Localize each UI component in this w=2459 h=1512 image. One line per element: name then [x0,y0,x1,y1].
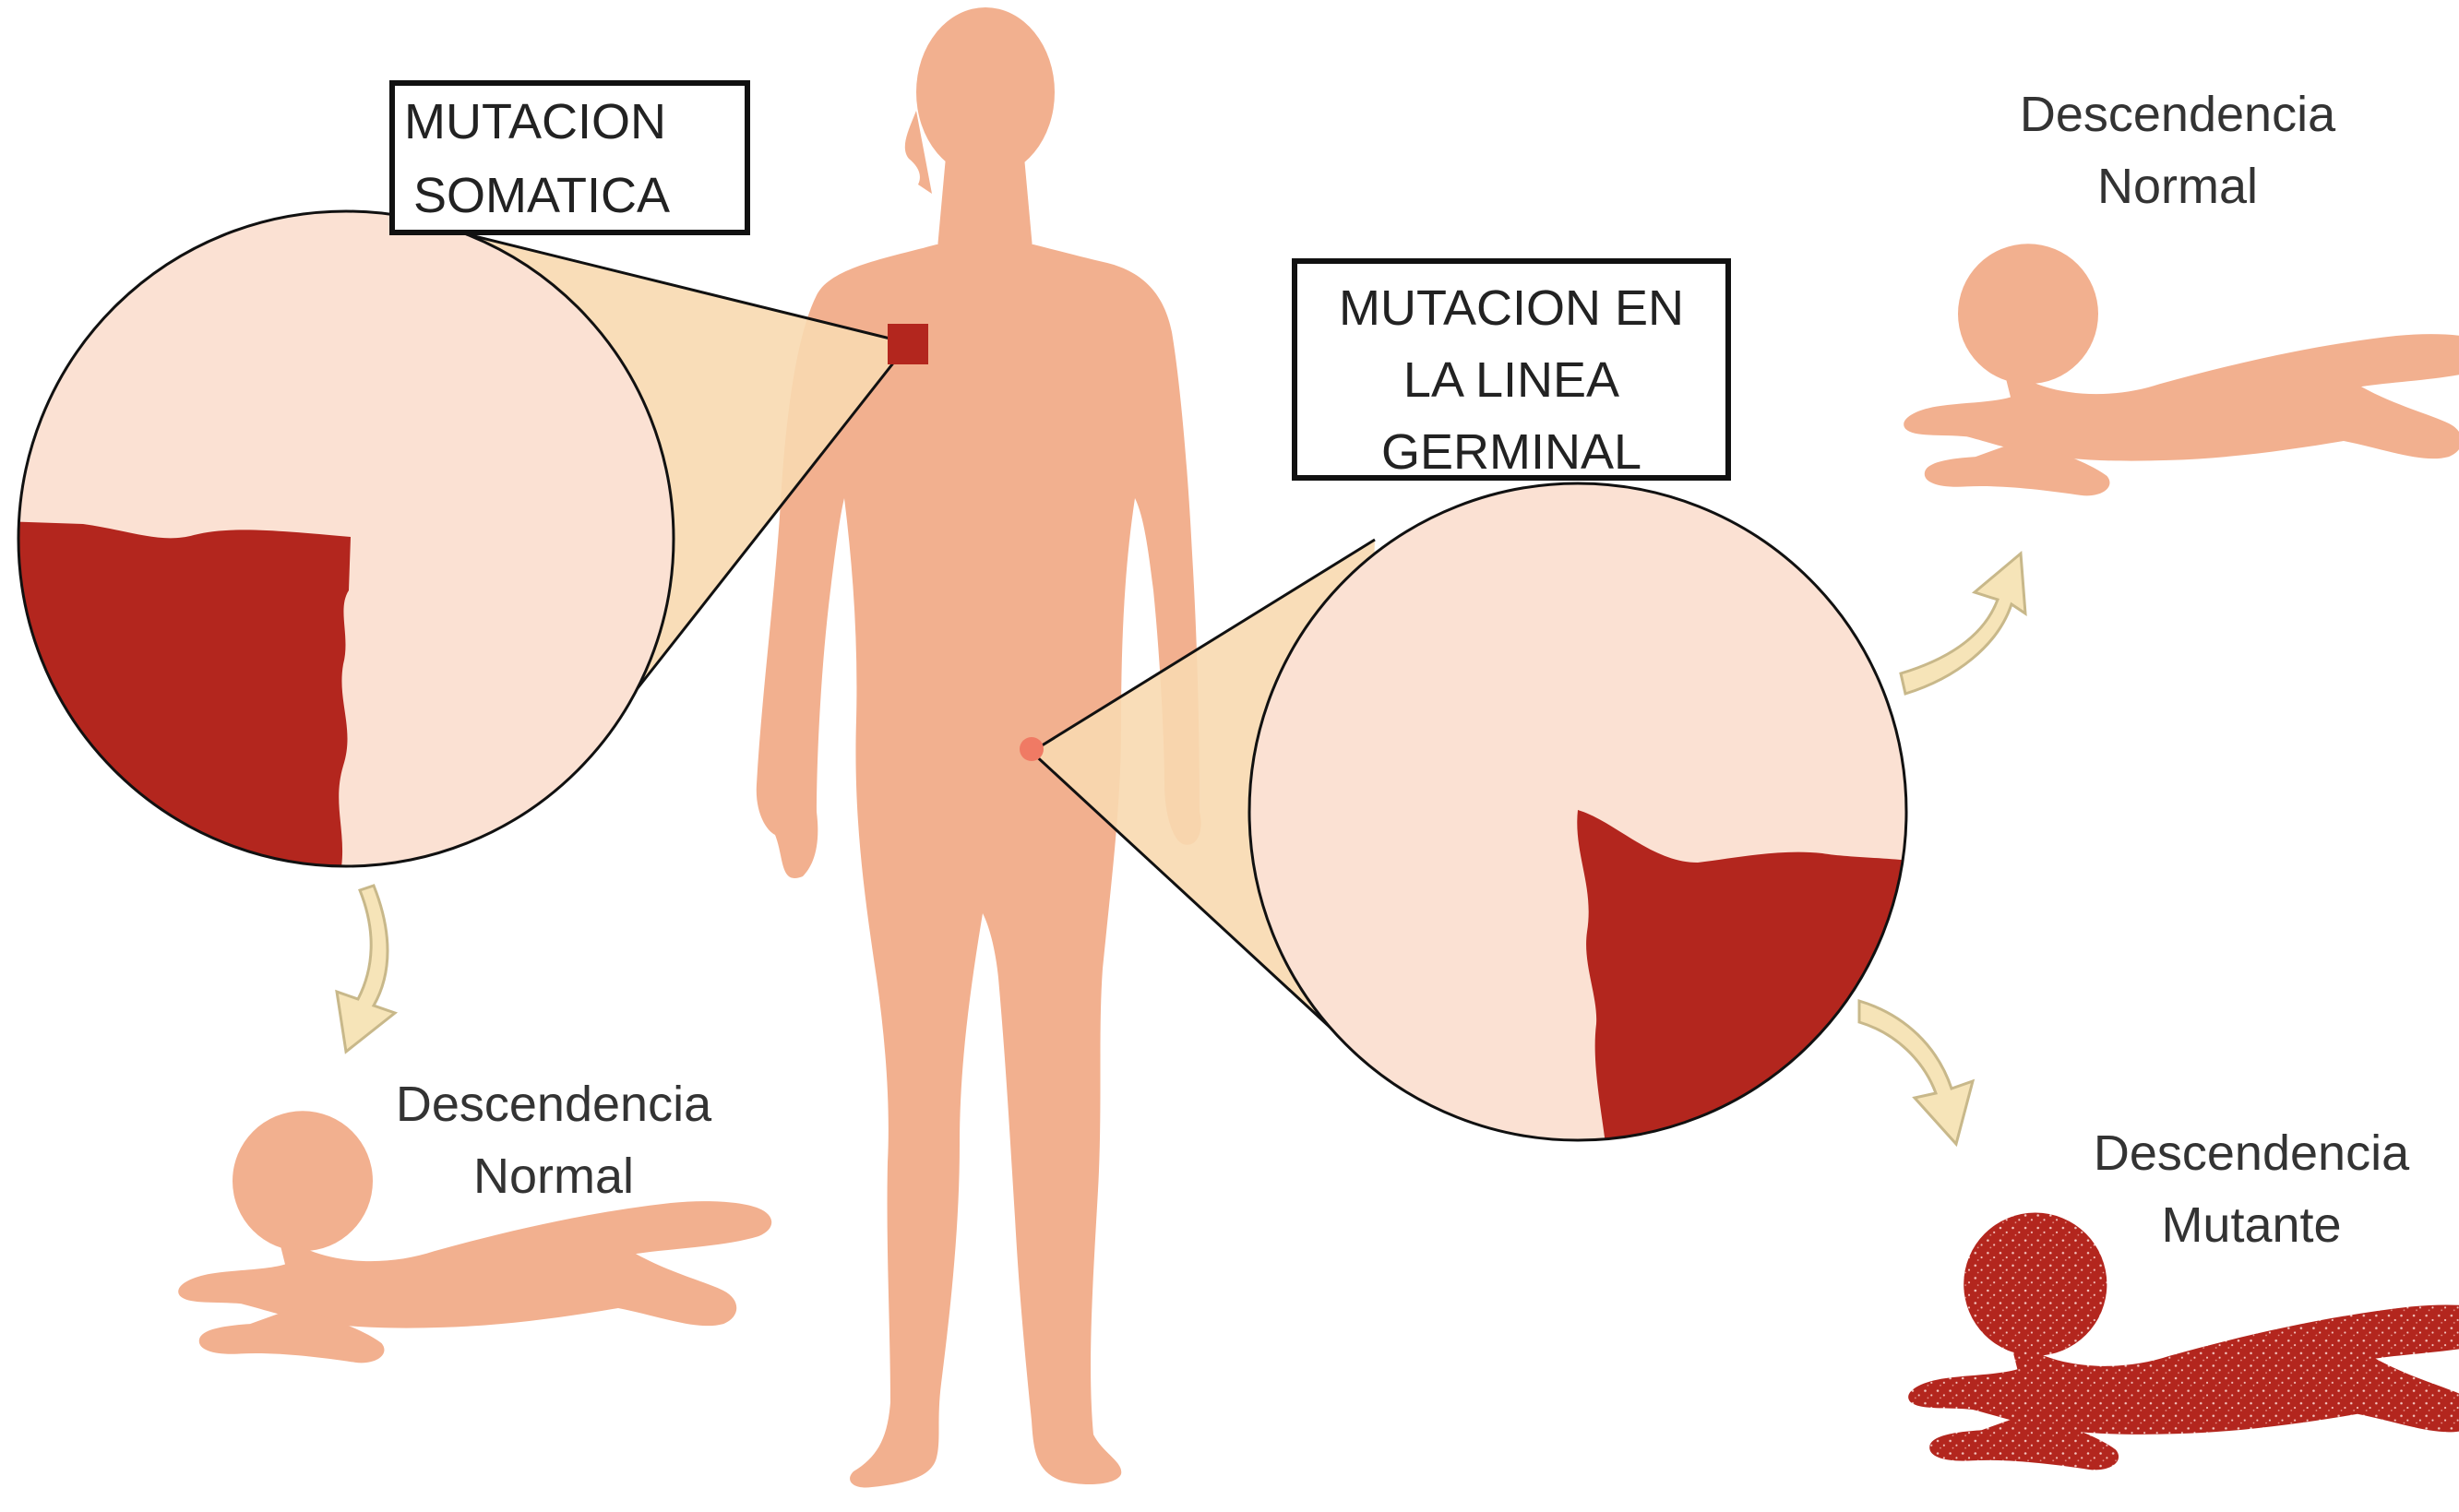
somatic-mutation-marker [888,324,928,364]
top-right-child-label-line2: Normal [2097,159,2258,214]
somatic-label-line1: MUTACION [404,94,666,149]
somatic-mutation-label: MUTACION SOMATICA [392,83,747,232]
germline-mutation-marker [1020,737,1044,761]
germline-zoom-circle [1249,483,1919,1144]
bottom-right-child-label-line1: Descendencia [2094,1125,2410,1181]
germline-label-line2: LA LINEA [1403,352,1619,408]
top-right-child-label-line1: Descendencia [2020,87,2336,142]
germline-label-line1: MUTACION EN [1339,280,1684,336]
curved-arrow-icon [1901,554,2025,694]
baby-normal-right-icon [1904,244,2459,495]
somatic-label-line2: SOMATICA [413,168,670,223]
left-child-label-line2: Normal [473,1149,634,1204]
left-child-label-line1: Descendencia [396,1077,712,1132]
curved-arrow-icon [1859,1001,1973,1144]
germline-mutation-label: MUTACION EN LA LINEA GERMINAL [1295,261,1728,480]
bottom-right-child-label: Descendencia Mutante [2094,1125,2410,1253]
curved-arrow-icon [337,886,395,1052]
somatic-zoom-circle [0,211,674,867]
left-child-label: Descendencia Normal [396,1077,712,1204]
top-right-child-label: Descendencia Normal [2020,87,2336,214]
bottom-right-child-label-line2: Mutante [2161,1197,2341,1253]
germline-label-line3: GERMINAL [1381,424,1641,480]
